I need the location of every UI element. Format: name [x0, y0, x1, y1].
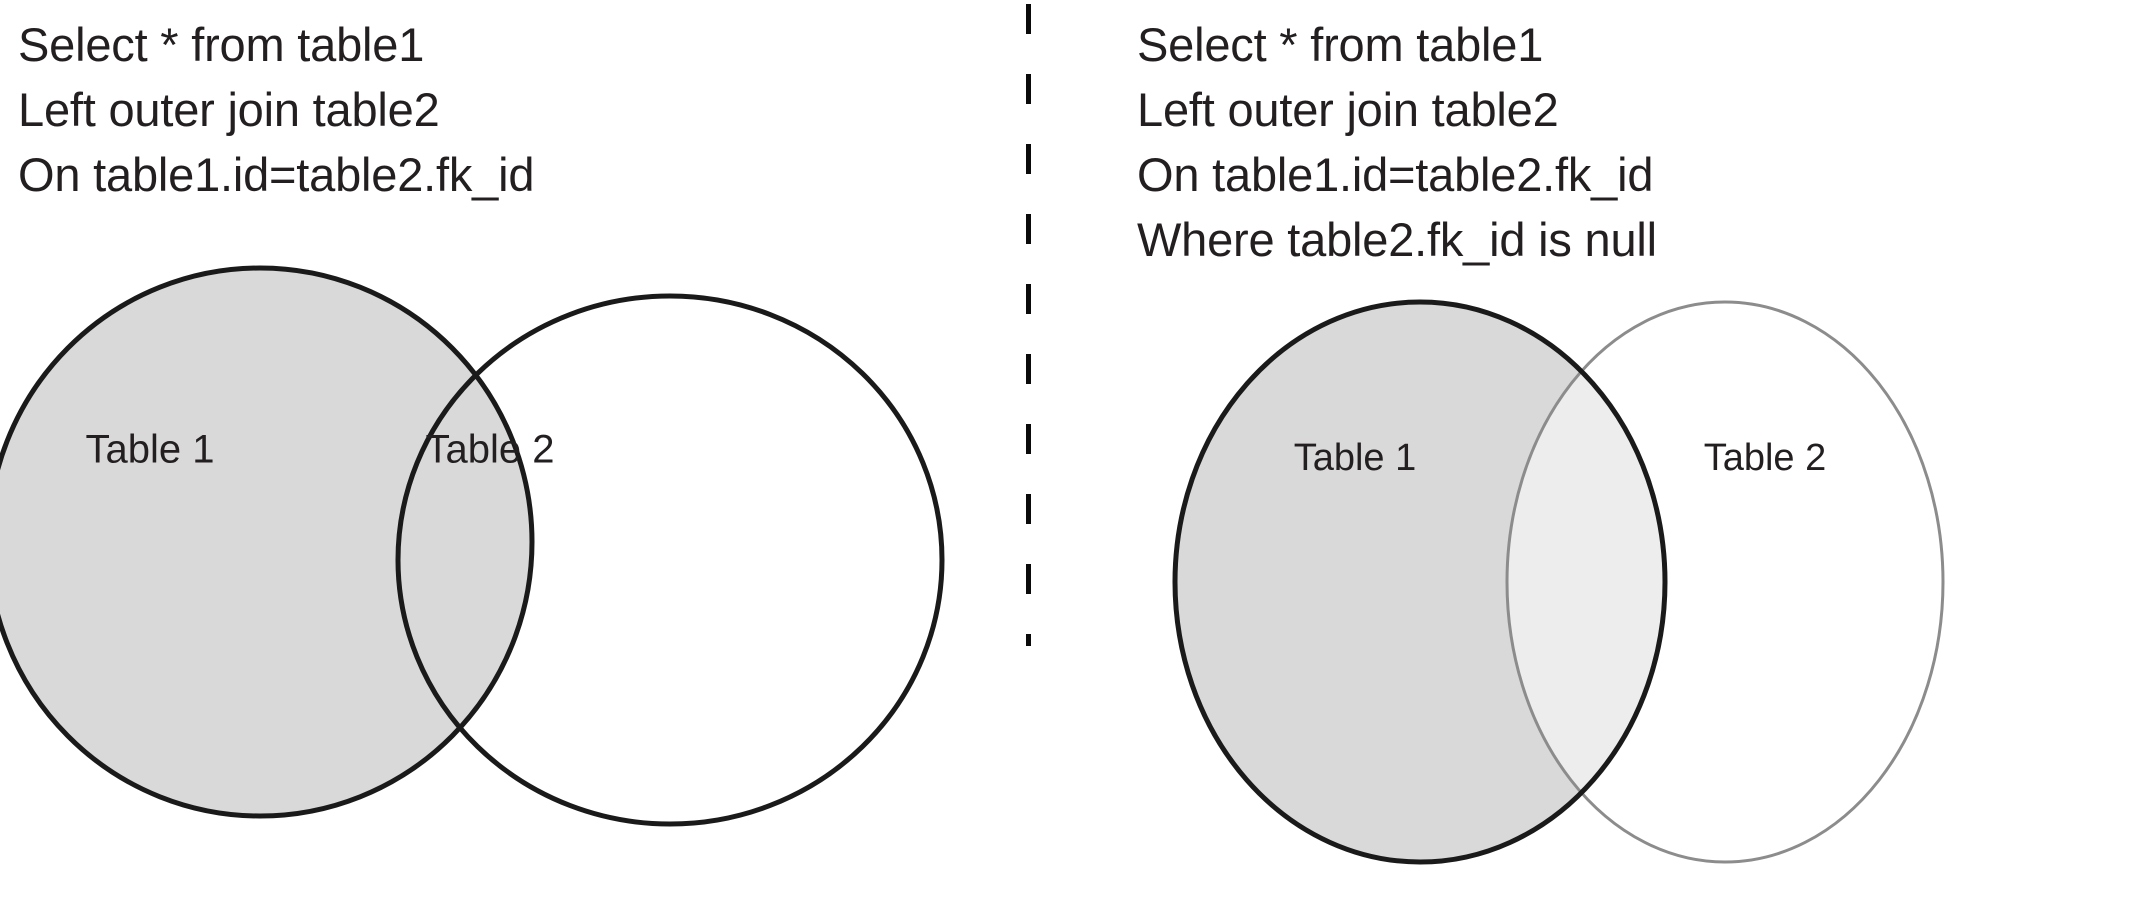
left-circle-table2-fill — [398, 296, 942, 824]
left-circle-table1-outline — [0, 265, 535, 819]
query-line-on: On table1.id=table2.fk_id — [18, 148, 535, 201]
left-label-table1: Table 1 — [86, 428, 215, 472]
right-query-text: Select * from table1 Left outer join tab… — [1137, 12, 1657, 272]
right-label-table1: Table 1 — [1294, 437, 1417, 479]
right-circle-table1-outline — [1172, 299, 1668, 865]
left-circle-table2-outline — [395, 293, 945, 827]
left-circle-table1-fill — [0, 268, 532, 816]
left-query-text: Select * from table1 Left outer join tab… — [18, 12, 534, 207]
query-line-where: Where table2.fk_id is null — [1137, 213, 1657, 266]
panel-divider — [1026, 4, 1031, 646]
query-line-on: On table1.id=table2.fk_id — [1137, 148, 1654, 201]
right-venn-diagram: Table 1 Table 2 — [1170, 282, 2000, 882]
left-panel: Select * from table1 Left outer join tab… — [0, 0, 1027, 910]
right-intersection-fill — [1507, 302, 1665, 862]
right-circle-table2-outline — [1505, 300, 1945, 864]
left-label-table2: Table 2 — [426, 428, 555, 472]
query-line-join: Left outer join table2 — [1137, 83, 1559, 136]
query-line-join: Left outer join table2 — [18, 83, 440, 136]
query-line-select: Select * from table1 — [1137, 18, 1544, 71]
left-venn-diagram: Table 1 Table 2 — [0, 262, 945, 827]
right-panel: Select * from table1 Left outer join tab… — [1035, 0, 2132, 910]
query-line-select: Select * from table1 — [18, 18, 425, 71]
right-label-table2: Table 2 — [1704, 437, 1827, 479]
